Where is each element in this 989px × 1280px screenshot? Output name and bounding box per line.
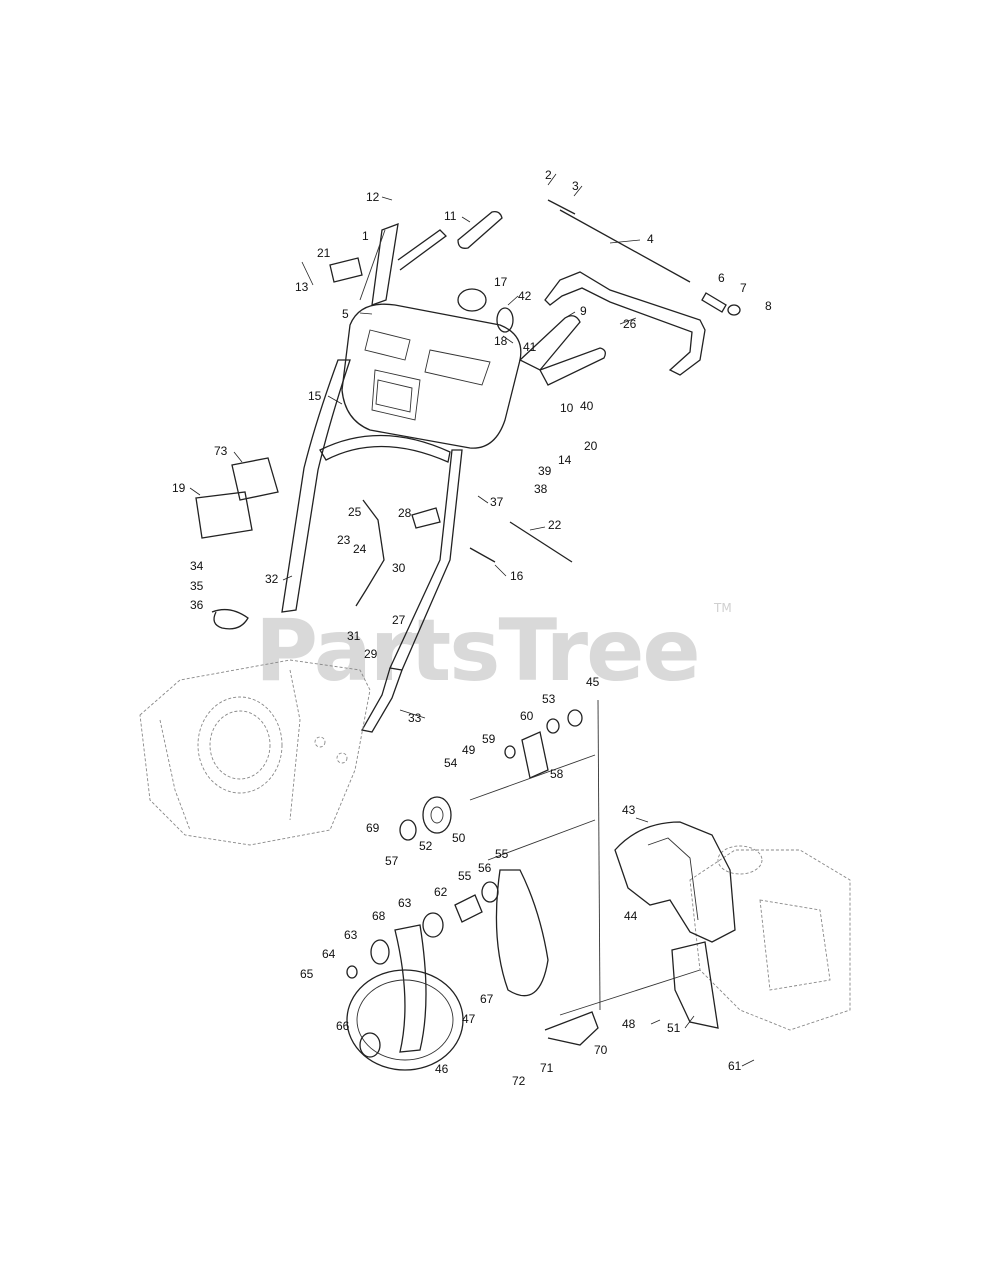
watermark-brand: PartsTree xyxy=(255,601,699,701)
callout-69: 69 xyxy=(366,821,380,835)
callout-66: 66 xyxy=(336,1019,350,1033)
callout-1: 1 xyxy=(362,229,369,243)
callout-16: 16 xyxy=(510,569,524,583)
callout-39: 39 xyxy=(538,464,552,478)
callout-26: 26 xyxy=(623,317,637,331)
callout-46: 46 xyxy=(435,1062,449,1076)
callout-17: 17 xyxy=(494,275,508,289)
callout-43: 43 xyxy=(622,803,636,817)
callout-15: 15 xyxy=(308,389,322,403)
callout-42: 42 xyxy=(518,289,532,303)
callout-72: 72 xyxy=(512,1074,526,1088)
callout-4: 4 xyxy=(647,232,654,246)
callout-38: 38 xyxy=(534,482,548,496)
callout-23: 23 xyxy=(337,533,351,547)
callout-19: 19 xyxy=(172,481,186,495)
callout-8: 8 xyxy=(765,299,772,313)
callout-31: 31 xyxy=(347,629,361,643)
callout-29: 29 xyxy=(364,647,378,661)
callout-68: 68 xyxy=(372,909,386,923)
callout-59: 59 xyxy=(482,732,496,746)
callout-7: 7 xyxy=(740,281,747,295)
callout-54: 54 xyxy=(444,756,458,770)
callout-60: 60 xyxy=(520,709,534,723)
callout-25: 25 xyxy=(348,505,362,519)
callout-49: 49 xyxy=(462,743,476,757)
callout-36: 36 xyxy=(190,598,204,612)
callout-33: 33 xyxy=(408,711,422,725)
callout-35: 35 xyxy=(190,579,204,593)
callout-32: 32 xyxy=(265,572,279,586)
callout-61: 61 xyxy=(728,1059,742,1073)
callout-2: 2 xyxy=(545,168,552,182)
callout-34: 34 xyxy=(190,559,204,573)
callout-52: 52 xyxy=(419,839,433,853)
callout-67: 67 xyxy=(480,992,494,1006)
callout-45: 45 xyxy=(586,675,600,689)
auger-housing xyxy=(139,659,371,846)
upper-handle-assembly xyxy=(329,199,741,449)
callout-37: 37 xyxy=(490,495,504,509)
callout-64: 64 xyxy=(322,947,336,961)
callout-62: 62 xyxy=(434,885,448,899)
handle-frame xyxy=(195,359,573,733)
callout-50: 50 xyxy=(452,831,466,845)
watermark-trademark: TM xyxy=(713,601,732,615)
callout-21: 21 xyxy=(317,246,331,260)
callout-14: 14 xyxy=(558,453,572,467)
engine xyxy=(614,821,851,1031)
leader-lines xyxy=(189,173,755,1067)
callout-27: 27 xyxy=(392,613,406,627)
callout-9: 9 xyxy=(580,304,587,318)
callout-57: 57 xyxy=(385,854,399,868)
callout-51: 51 xyxy=(667,1021,681,1035)
callout-63b: 63 xyxy=(344,928,358,942)
callout-22: 22 xyxy=(548,518,562,532)
callout-28: 28 xyxy=(398,506,412,520)
callout-3: 3 xyxy=(572,179,579,193)
callout-30: 30 xyxy=(392,561,406,575)
callout-40: 40 xyxy=(580,399,594,413)
callout-12: 12 xyxy=(366,190,380,204)
callout-53: 53 xyxy=(542,692,556,706)
callout-71: 71 xyxy=(540,1061,554,1075)
callout-18: 18 xyxy=(494,334,508,348)
drive-assembly xyxy=(346,699,701,1071)
callout-55: 55 xyxy=(458,869,472,883)
callout-24: 24 xyxy=(353,542,367,556)
callout-73: 73 xyxy=(214,444,228,458)
callout-6: 6 xyxy=(718,271,725,285)
callout-63a: 63 xyxy=(398,896,412,910)
callout-44: 44 xyxy=(624,909,638,923)
callout-47: 47 xyxy=(462,1012,476,1026)
callout-13: 13 xyxy=(295,280,309,294)
callout-65: 65 xyxy=(300,967,314,981)
callout-55b: 55 xyxy=(495,847,509,861)
callout-11: 11 xyxy=(444,209,457,223)
callout-58: 58 xyxy=(550,767,564,781)
callout-48: 48 xyxy=(622,1017,636,1031)
callout-41: 41 xyxy=(523,340,537,354)
callout-10: 10 xyxy=(560,401,574,415)
callout-labels: 1 2 3 4 5 6 7 8 9 10 11 12 13 14 15 16 1… xyxy=(172,168,772,1088)
callout-20: 20 xyxy=(584,439,598,453)
callout-5: 5 xyxy=(342,307,349,321)
callout-70: 70 xyxy=(594,1043,608,1057)
callout-56: 56 xyxy=(478,861,492,875)
